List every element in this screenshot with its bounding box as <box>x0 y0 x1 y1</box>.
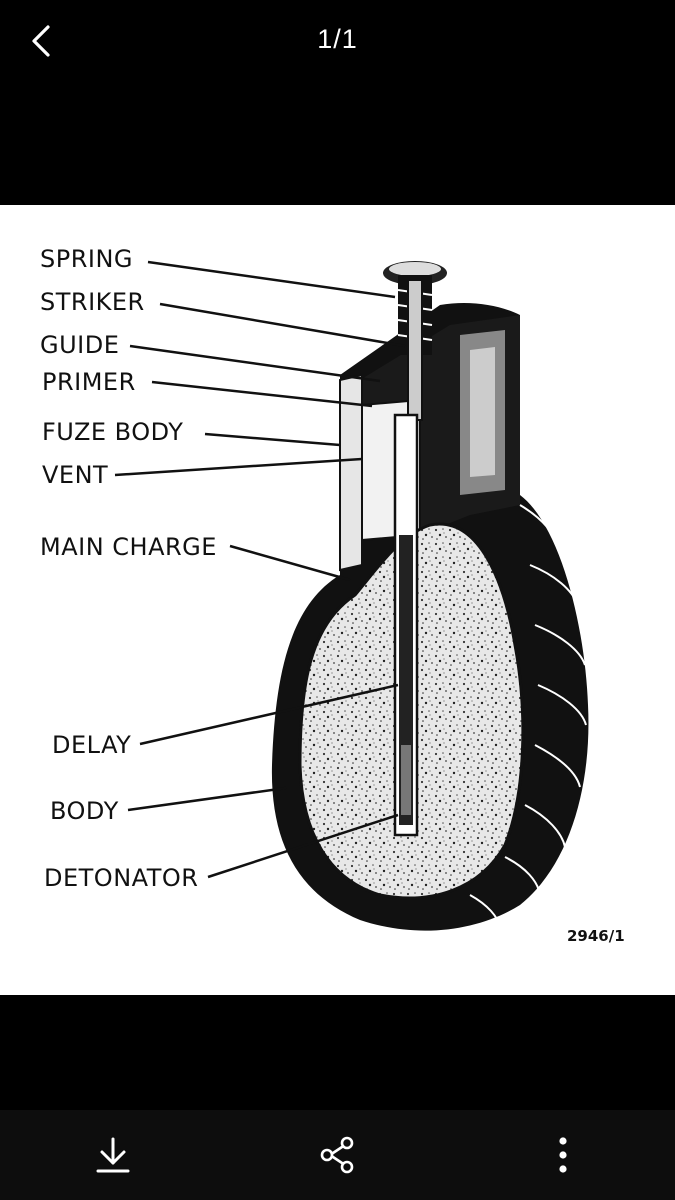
label-delay: DELAY <box>52 731 132 759</box>
more-options-button[interactable] <box>538 1130 588 1180</box>
leader-lines <box>114 260 406 879</box>
image-viewer[interactable]: SPRING STRIKER GUIDE PRIMER FUZE BODY VE… <box>0 205 675 995</box>
label-main-charge: MAIN CHARGE <box>40 533 217 561</box>
label-guide: GUIDE <box>40 331 120 359</box>
page-counter: 1/1 <box>317 24 358 54</box>
download-button[interactable] <box>88 1130 138 1180</box>
shell-ribs <box>469 504 587 928</box>
download-icon <box>96 1137 130 1173</box>
label-vent: VENT <box>42 461 109 489</box>
label-detonator: DETONATOR <box>44 864 199 892</box>
grenade-diagram <box>114 260 589 931</box>
chevron-left-icon <box>32 25 50 57</box>
label-body: BODY <box>50 797 119 825</box>
label-fuze-body: FUZE BODY <box>42 418 184 446</box>
reference-code: 2946/1 <box>567 927 625 945</box>
back-button[interactable] <box>18 18 64 64</box>
share-icon <box>320 1136 354 1174</box>
label-primer: PRIMER <box>42 368 136 396</box>
label-striker: STRIKER <box>40 288 145 316</box>
label-spring: SPRING <box>40 245 134 273</box>
share-button[interactable] <box>312 1130 362 1180</box>
more-vertical-icon <box>559 1137 567 1173</box>
bottom-toolbar <box>0 1110 675 1200</box>
top-bar: 1/1 <box>0 0 675 86</box>
